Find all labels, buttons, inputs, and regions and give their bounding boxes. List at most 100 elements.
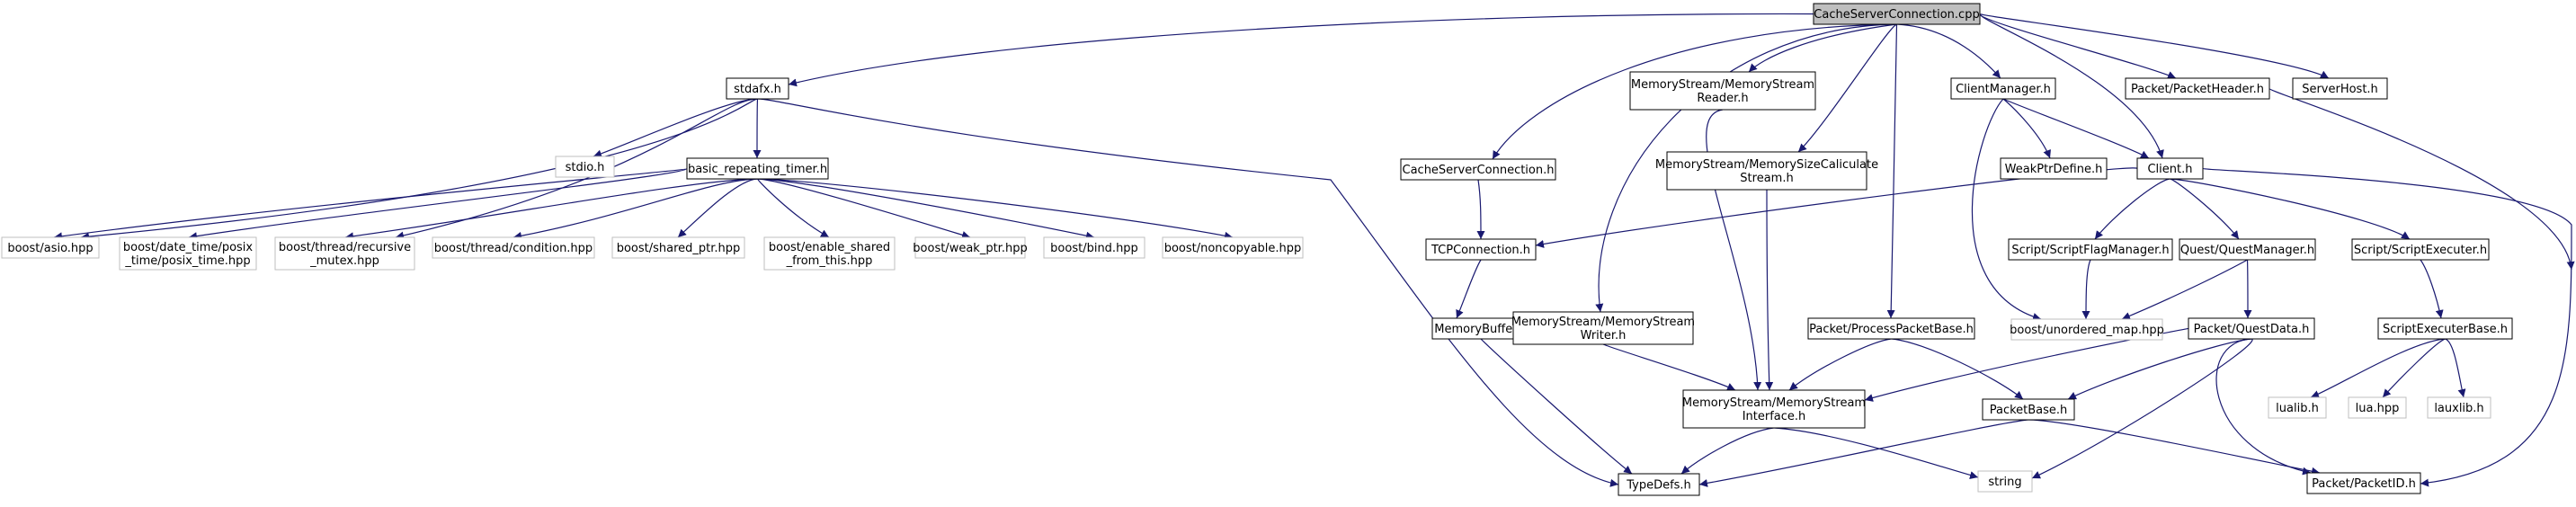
node-box [432, 236, 595, 259]
node-box [2125, 77, 2270, 100]
node-pktheader[interactable]: Packet/PacketHeader.h [2125, 77, 2270, 100]
node-box [2268, 396, 2327, 419]
edge-scriptexecbase-to-lauxlib [2445, 338, 2466, 398]
node-label: boost/date_time/posix [123, 241, 254, 254]
edge-questmgr-to-questdata [2243, 259, 2252, 319]
edge-timer-to-enableshared [756, 178, 830, 238]
edge-pktbase-to-pktid [2028, 419, 2321, 476]
node-stdafx[interactable]: stdafx.h [726, 77, 789, 100]
node-label: MemoryBuffer.h [1434, 323, 1528, 336]
node-membuf[interactable]: MemoryBuffer.h [1431, 317, 1530, 340]
edge-root-to-client [1979, 13, 2164, 159]
node-box [2351, 238, 2490, 261]
edge-layer [53, 13, 2575, 487]
node-luahpp: lua.hpp [2348, 396, 2407, 419]
node-label: Writer.h [1581, 329, 1627, 342]
node-string: string [1977, 470, 2033, 493]
node-scriptexec[interactable]: Script/ScriptExecuter.h [2351, 238, 2490, 261]
node-label: boost/weak_ptr.hpp [913, 242, 1027, 255]
edge-root-to-pktheader [1979, 13, 2177, 79]
node-label: ScriptExecuterBase.h [2383, 323, 2508, 336]
node-box [555, 156, 615, 178]
node-box [274, 236, 415, 271]
node-posix: boost/date_time/posix_time/posix_time.hp… [119, 236, 257, 271]
edge-stdafx-to-asio [80, 98, 758, 241]
node-questdata[interactable]: Packet/QuestData.h [2188, 317, 2315, 340]
node-mssize[interactable]: MemoryStream/MemorySizeCaliculateStream.… [1655, 151, 1878, 191]
node-label: MemoryStream/MemoryStream [1631, 78, 1814, 92]
node-box [2292, 77, 2388, 100]
node-box [1618, 473, 1700, 496]
node-scriptexecbase[interactable]: ScriptExecuterBase.h [2377, 317, 2513, 340]
node-label: stdio.h [566, 161, 605, 174]
node-label: _mutex.hpp [309, 254, 379, 268]
node-label: Packet/PacketID.h [2312, 477, 2416, 491]
node-label: basic_repeating_timer.h [688, 163, 827, 176]
edge-stdafx-to-typedefs [757, 98, 1619, 487]
edge-root-to-msreader [1748, 23, 1897, 73]
node-box [2000, 157, 2108, 180]
node-box [1982, 398, 2075, 421]
node-label: boost/asio.hpp [7, 242, 93, 255]
edge-timer-to-bind [757, 178, 1095, 240]
node-typedefs[interactable]: TypeDefs.h [1618, 473, 1700, 496]
node-tcp[interactable]: TCPConnection.h [1425, 238, 1537, 261]
node-box [2348, 396, 2407, 419]
edge-questdata-to-pktbase [2067, 338, 2252, 400]
node-label: Script/ScriptFlagManager.h [2011, 244, 2169, 257]
node-label: _from_this.hpp [786, 254, 873, 268]
node-label: lua.hpp [2356, 402, 2400, 415]
node-box [2010, 318, 2163, 341]
node-label: TCPConnection.h [1431, 244, 1530, 257]
node-label: Packet/ProcessPacketBase.h [1809, 323, 1974, 336]
edge-root-to-clientmgr [1896, 23, 2001, 79]
node-weakptrdef[interactable]: WeakPtrDefine.h [2000, 157, 2108, 180]
node-box [1813, 3, 1981, 25]
node-processpkt[interactable]: Packet/ProcessPacketBase.h [1807, 317, 1975, 340]
node-scriptflag[interactable]: Script/ScriptFlagManager.h [2008, 238, 2173, 261]
node-clientmgr[interactable]: ClientManager.h [1950, 77, 2056, 100]
edge-root-to-mssize [1797, 23, 1897, 153]
node-box [2377, 317, 2513, 340]
node-layer: CacheServerConnection.cpp stdafx.h stdio.h… [1, 3, 2513, 496]
node-unordered: boost/unordered_map.hpp [2010, 318, 2164, 341]
node-box [2136, 157, 2204, 180]
edge-timer-to-condition [513, 178, 758, 240]
node-label: MemoryStream/MemoryStream [1511, 316, 1695, 329]
edge-cacheh-to-tcp [1476, 179, 1485, 240]
node-label: Script/ScriptExecuter.h [2354, 244, 2487, 257]
edge-membuf-to-typedefs [1480, 338, 1633, 475]
node-label: Interface.h [1743, 410, 1806, 423]
node-box [1950, 77, 2056, 100]
node-pktid[interactable]: Packet/PacketID.h [2306, 472, 2421, 494]
node-box [1666, 151, 1867, 191]
node-pktbase[interactable]: PacketBase.h [1982, 398, 2075, 421]
node-label: lualib.h [2276, 402, 2319, 415]
edge-mssize-to-msiface [1765, 189, 1774, 391]
node-root[interactable]: CacheServerConnection.cpp [1813, 3, 1981, 25]
node-cacheh[interactable]: CacheServerConnection.h [1400, 158, 1556, 181]
node-box [2306, 472, 2421, 494]
node-enableshared: boost/enable_shared_from_this.hpp [763, 236, 896, 271]
node-client[interactable]: Client.h [2136, 157, 2204, 180]
node-box [1807, 317, 1975, 340]
node-label: PacketBase.h [1990, 404, 2068, 417]
edge-root-to-processpkt [1886, 23, 1898, 319]
edge-client-to-tcp [1535, 167, 2138, 248]
node-timer[interactable]: basic_repeating_timer.h [686, 157, 829, 180]
edge-client-to-pktid [2202, 167, 2572, 487]
node-label: TypeDefs.h [1626, 479, 1691, 493]
node-asio: boost/asio.hpp [1, 236, 100, 259]
node-box [914, 236, 1026, 259]
node-label: boost/thread/condition.hpp [434, 242, 593, 255]
edge-scriptflag-to-unordered [2081, 259, 2091, 320]
edge-clientmgr-to-unordered [1971, 98, 2042, 321]
node-serverhost[interactable]: ServerHost.h [2292, 77, 2388, 100]
node-questmgr[interactable]: Quest/QuestManager.h [2179, 238, 2316, 261]
node-box [611, 236, 745, 259]
node-box [2188, 317, 2315, 340]
